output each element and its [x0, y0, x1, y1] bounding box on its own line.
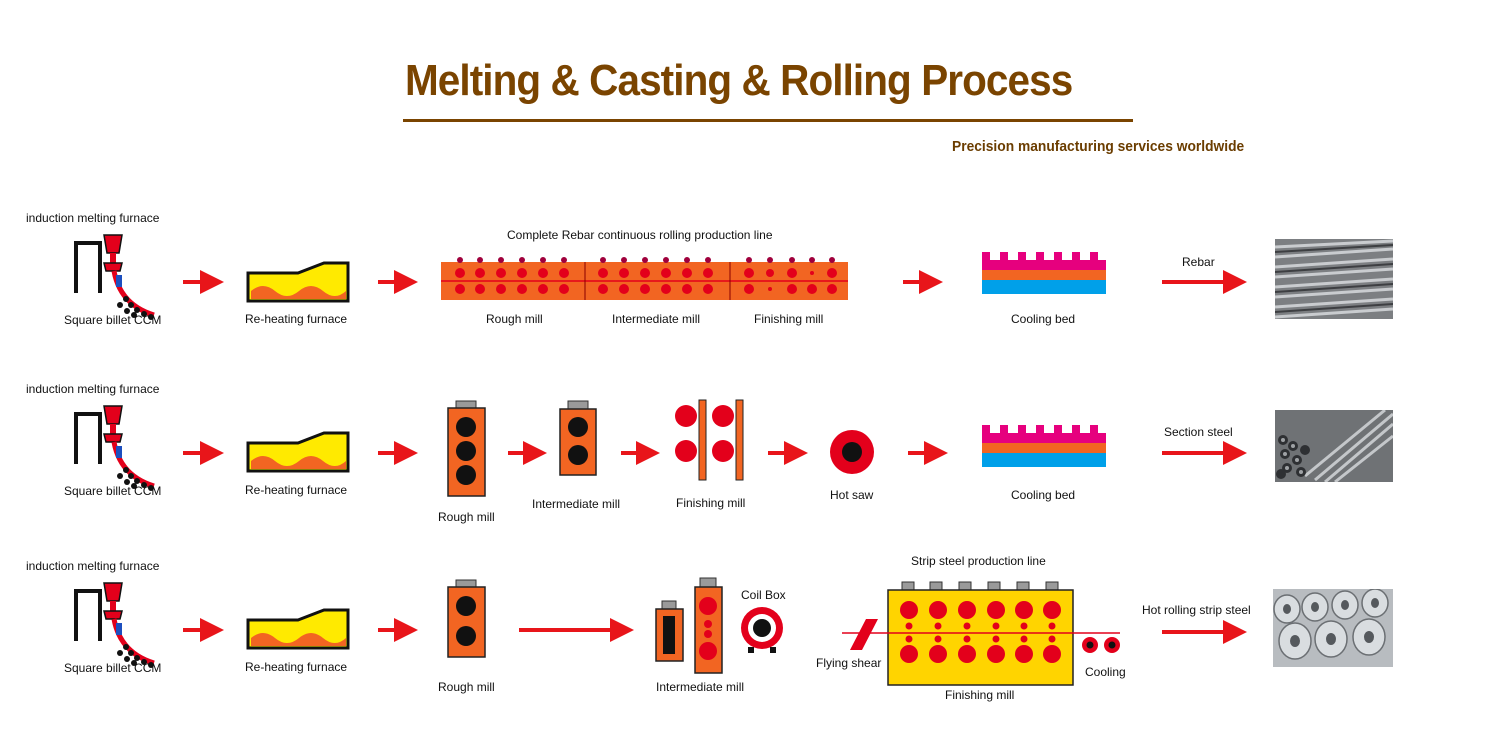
coil-box-icon	[741, 607, 783, 653]
rough-mill-label: Rough mill	[438, 510, 495, 524]
hot-saw-icon	[830, 430, 874, 474]
strip-coil-photo	[1273, 589, 1393, 667]
rolling-line-icon	[441, 257, 848, 300]
furnace-icon	[246, 431, 350, 473]
ccm-ladle-icon	[76, 406, 154, 491]
page-subtitle: Precision manufacturing services worldwi…	[952, 138, 1245, 155]
intermediate-mill-label: Intermediate mill	[612, 312, 701, 326]
cooling-bed-label: Cooling bed	[1011, 488, 1076, 502]
reheat-furnace-label: Re-heating furnace	[245, 483, 348, 497]
induction-furnace-label: induction melting furnace	[26, 211, 160, 225]
coil-box-label: Coil Box	[741, 588, 786, 602]
induction-furnace-label: induction melting furnace	[26, 382, 160, 396]
strip-finishing-mill-icon	[842, 581, 1120, 686]
product-label-rebar: Rebar	[1182, 255, 1215, 269]
intermediate-mill-label: Intermediate mill	[532, 497, 621, 511]
ccm-ladle-icon	[76, 583, 154, 668]
intermediate-mill-stand-icon	[655, 577, 723, 674]
product-label-section-steel: Section steel	[1164, 425, 1233, 439]
rough-mill-label: Rough mill	[486, 312, 543, 326]
rough-mill-stand-icon	[447, 579, 486, 658]
induction-furnace-label: induction melting furnace	[26, 559, 160, 573]
flying-shear-icon	[850, 619, 878, 650]
rebar-photo	[1275, 239, 1393, 319]
title-underline	[403, 119, 1133, 122]
flying-shear-label: Flying shear	[816, 656, 882, 670]
rough-mill-stand-icon	[447, 400, 486, 497]
cooling-bed-icon	[982, 425, 1106, 467]
page-title: Melting & Casting & Rolling Process	[405, 56, 1073, 105]
furnace-icon	[246, 261, 350, 303]
finishing-mill-label: Finishing mill	[945, 688, 1015, 702]
ccm-label: Square billet CCM	[64, 313, 162, 327]
rebar-line-title: Complete Rebar continuous rolling produc…	[507, 228, 773, 242]
cooling-bed-label: Cooling bed	[1011, 312, 1076, 326]
ccm-label: Square billet CCM	[64, 661, 162, 675]
ccm-ladle-icon	[76, 235, 154, 320]
hot-saw-label: Hot saw	[830, 488, 874, 502]
section-steel-photo	[1275, 410, 1393, 482]
strip-line-title: Strip steel production line	[911, 554, 1046, 568]
rough-mill-label: Rough mill	[438, 680, 495, 694]
reheat-furnace-label: Re-heating furnace	[245, 312, 348, 326]
finishing-mill-stand-icon	[675, 399, 744, 481]
finishing-mill-label: Finishing mill	[754, 312, 824, 326]
intermediate-mill-label: Intermediate mill	[656, 680, 745, 694]
finishing-mill-label: Finishing mill	[676, 496, 746, 510]
cooling-bed-icon	[982, 252, 1106, 294]
cooling-label: Cooling	[1085, 665, 1126, 679]
intermediate-mill-stand-icon	[559, 400, 597, 476]
product-label-strip-steel: Hot rolling strip steel	[1142, 603, 1251, 617]
ccm-label: Square billet CCM	[64, 484, 162, 498]
reheat-furnace-label: Re-heating furnace	[245, 660, 348, 674]
furnace-icon	[246, 608, 350, 650]
